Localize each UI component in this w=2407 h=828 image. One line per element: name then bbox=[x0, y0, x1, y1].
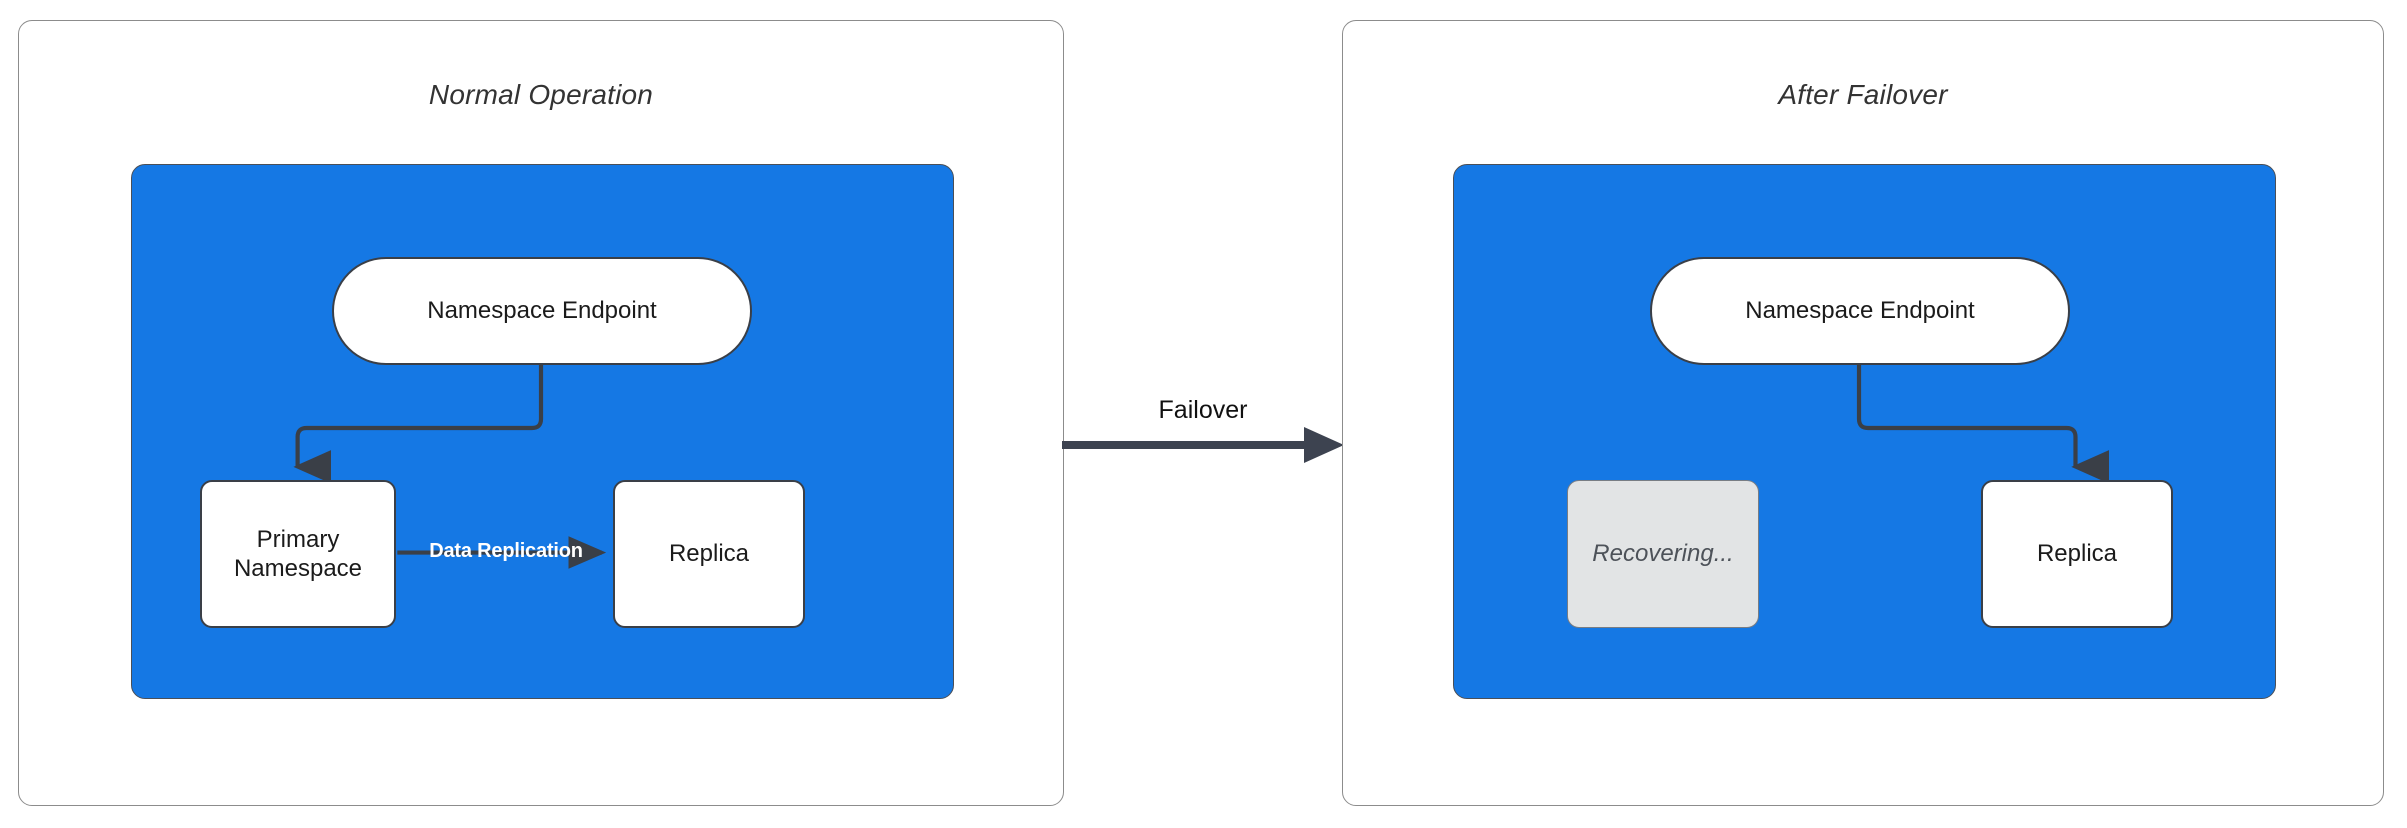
panel-title-after-failover: After Failover bbox=[1778, 79, 1948, 110]
node-namespace-endpoint-right[interactable]: Namespace Endpoint bbox=[1650, 257, 2070, 365]
blue-region-left: Namespace Endpoint Primary Namespace Rep… bbox=[131, 164, 954, 699]
panel-after-failover: After Failover Namespace Endpoint Recove… bbox=[1342, 20, 2384, 806]
node-replica-left[interactable]: Replica bbox=[613, 480, 805, 628]
node-namespace-endpoint-left[interactable]: Namespace Endpoint bbox=[332, 257, 752, 365]
node-primary-namespace[interactable]: Primary Namespace bbox=[200, 480, 396, 628]
edge-label-data-replication: Data Replication bbox=[429, 540, 583, 562]
node-replica-right[interactable]: Replica bbox=[1981, 480, 2173, 628]
failover-arrow-shape bbox=[1062, 427, 1344, 463]
node-recovering[interactable]: Recovering... bbox=[1567, 480, 1759, 628]
panel-title-normal-operation: Normal Operation bbox=[428, 79, 654, 110]
panel-normal-operation: Normal Operation Namespace Endpoint bbox=[18, 20, 1064, 806]
failover-label: Failover bbox=[1158, 396, 1248, 424]
failover-arrow bbox=[1062, 427, 1344, 463]
edge-endpoint-to-primary bbox=[293, 364, 544, 484]
edge-endpoint-to-replica bbox=[1856, 364, 2110, 484]
blue-region-right: Namespace Endpoint Recovering... Replica bbox=[1453, 164, 2276, 699]
